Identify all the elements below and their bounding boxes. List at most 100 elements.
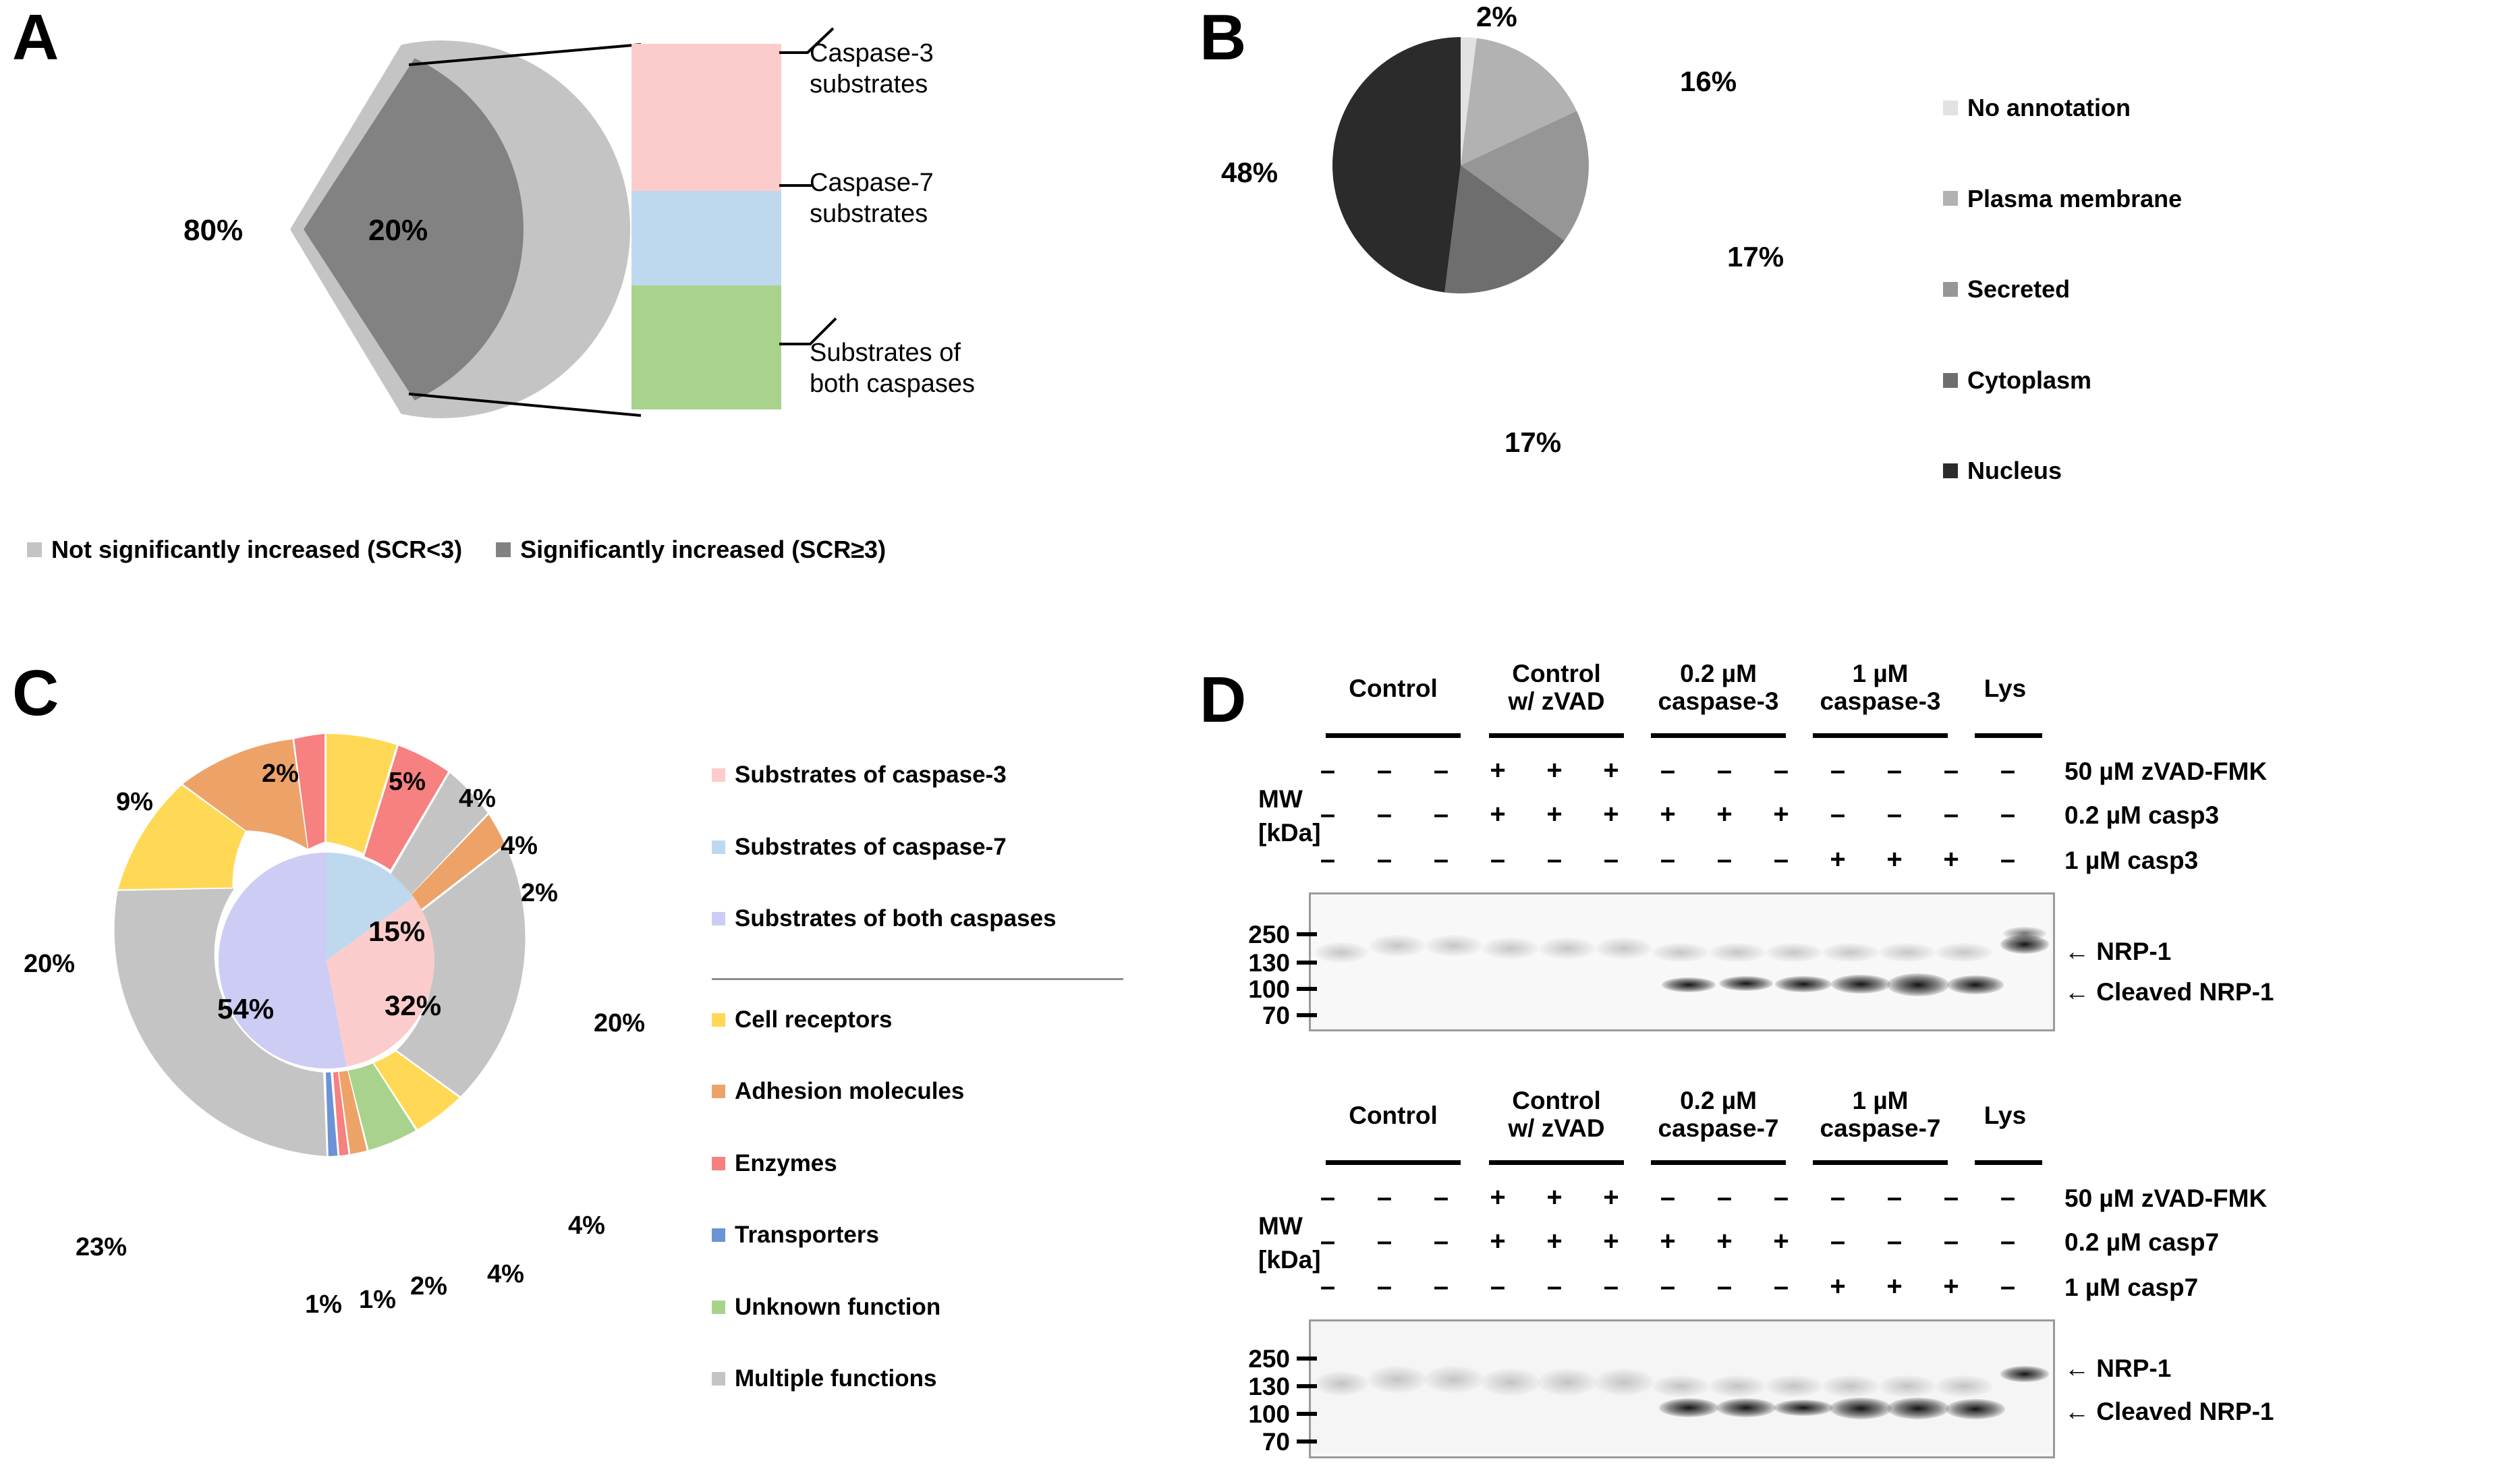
panel-d-letter: D — [1200, 664, 1246, 736]
legend-item-transporters[interactable]: Transporters — [712, 1222, 1123, 1249]
legend-item-unknown-function[interactable]: Unknown function — [712, 1294, 1123, 1321]
blot2-sign-r1-lane1: – — [1320, 1182, 1336, 1212]
blot2-sign-r1-lane12: – — [1943, 1182, 1959, 1212]
panel-c-legend: Substrates of caspase-3 Substrates of ca… — [712, 762, 1123, 1438]
blot2-sign-r3-lane8: – — [1716, 1272, 1733, 1301]
donut-outer-label-23: 23% — [76, 1233, 128, 1261]
legend-swatch-icon — [712, 1372, 725, 1386]
legend-divider — [712, 977, 1123, 980]
blot2-mw-dash-70 — [1297, 1439, 1317, 1444]
donut-outer-label-2b: 2% — [410, 1272, 447, 1301]
legend-item-cytoplasm[interactable]: Cytoplasm — [1943, 367, 2182, 394]
legend-item-substrates-both[interactable]: Substrates of both caspases — [712, 905, 1123, 932]
blot1-mw-100: 100 — [1248, 975, 1290, 1003]
bar-segment-caspase-7 — [631, 191, 781, 285]
legend-swatch-icon — [712, 1300, 725, 1314]
blot1-mw-70: 70 — [1262, 1002, 1290, 1029]
inner-slice-caspase-3 — [327, 897, 434, 1067]
pie-b-label-48: 48% — [1221, 156, 1278, 188]
blot1-sign-r2-lane12: – — [1943, 799, 1959, 829]
blot1-sign-r1-lane3: – — [1433, 755, 1449, 785]
legend-item-nucleus[interactable]: Nucleus — [1943, 457, 2182, 484]
blot1-row-label-zvad: 50 µM zVAD-FMK — [2064, 758, 2268, 785]
donut-outer-label-4d: 4% — [487, 1260, 524, 1288]
pie-slice-cytoplasm — [1444, 165, 1565, 293]
blot1-sign-r3-lane6: – — [1603, 845, 1619, 874]
blot1-group-line-1 — [1326, 733, 1461, 738]
donut-outer-label-1a: 1% — [359, 1286, 396, 1314]
blot1-header-1um-casp3: 1 µM caspase-3 — [1820, 660, 1941, 716]
blot2-row-label-zvad: 50 µM zVAD-FMK — [2064, 1185, 2268, 1212]
blot1-sign-r2-lane4: + — [1490, 799, 1506, 829]
legend-swatch-icon — [712, 1085, 725, 1099]
blot2-arrow-nrp1: ← NRP-1 — [2064, 1354, 2172, 1382]
blot1-arrow-nrp1: ← NRP-1 — [2064, 938, 2172, 965]
blot1-sign-r3-lane7: – — [1660, 845, 1676, 874]
blot2-group-line-2 — [1489, 1160, 1624, 1165]
legend-item-not-significant[interactable]: Not significantly increased (SCR<3) — [27, 536, 462, 563]
blot2-sign-r3-lane3: – — [1433, 1272, 1449, 1301]
blot1-sign-r3-lane11: + — [1886, 845, 1903, 874]
pie-b-label-16: 16% — [1680, 65, 1737, 97]
blot1-sign-r1-lane9: – — [1773, 755, 1789, 785]
blot2-sign-r2-lane1: – — [1320, 1226, 1336, 1256]
legend-item-secreted[interactable]: Secreted — [1943, 276, 2182, 303]
outer-slice-multiple-functions-4 — [391, 772, 488, 895]
callout-caspase-3: Caspase-3 substrates — [810, 39, 934, 99]
outer-slice-cell-receptors-5 — [327, 734, 397, 853]
legend-label: Enzymes — [735, 1149, 837, 1176]
blot2-sign-r1-lane6: + — [1603, 1182, 1619, 1212]
blot1-sign-r2-lane5: + — [1546, 799, 1563, 829]
blot2-sign-r3-lane1: – — [1320, 1272, 1336, 1301]
blot1-sign-r1-lane13: – — [2000, 755, 2016, 785]
blot1-mw-dash-70 — [1297, 1013, 1317, 1017]
blot2-sign-r2-lane6: + — [1603, 1226, 1619, 1256]
legend-item-substrates-caspase-7[interactable]: Substrates of caspase-7 — [712, 834, 1123, 861]
blot-caspase-3: Control Control w/ zVAD 0.2 µM caspase-3… — [1187, 660, 2503, 1073]
panel-b-pie-chart — [1332, 37, 1589, 293]
outer-slice-adhesion-2b — [339, 1071, 367, 1154]
legend-label: Not significantly increased (SCR<3) — [51, 536, 463, 563]
blot1-sign-r1-lane10: – — [1830, 755, 1846, 785]
blot1-row-label-casp3-02: 0.2 µM casp3 — [2064, 801, 2220, 829]
blot2-group-line-3 — [1651, 1160, 1786, 1165]
blot1-arrow-cleaved-nrp1: ← Cleaved NRP-1 — [2064, 978, 2274, 1006]
panel-c-letter: C — [12, 657, 59, 729]
blot2-header-lys: Lys — [1984, 1102, 2027, 1129]
legend-label: Substrates of caspase-3 — [735, 762, 1007, 788]
pie-slice-secreted — [1461, 111, 1589, 241]
legend-item-no-annotation[interactable]: No annotation — [1943, 94, 2182, 121]
pie-a-label-20: 20% — [368, 214, 428, 247]
donut-outer-label-5: 5% — [389, 768, 426, 796]
legend-item-adhesion-molecules[interactable]: Adhesion molecules — [712, 1078, 1123, 1105]
blot1-sign-r2-lane3: – — [1433, 799, 1449, 829]
legend-item-substrates-caspase-3[interactable]: Substrates of caspase-3 — [712, 762, 1123, 789]
blot2-sign-r2-lane11: – — [1886, 1226, 1903, 1256]
legend-item-plasma-membrane[interactable]: Plasma membrane — [1943, 185, 2182, 212]
blot2-header-02um-casp7: 0.2 µM caspase-7 — [1658, 1087, 1779, 1143]
blot1-sign-r3-lane12: + — [1943, 845, 1959, 874]
blot1-header-control: Control — [1349, 675, 1438, 702]
blot1-group-line-4 — [1813, 733, 1948, 738]
blot1-group-line-5 — [1975, 733, 2042, 738]
outer-slice-cell-receptors-20 — [118, 785, 246, 890]
blot1-sign-r1-lane4: + — [1490, 755, 1506, 785]
blot1-sign-r2-lane11: – — [1886, 799, 1903, 829]
blot1-sign-r1-lane7: – — [1660, 755, 1676, 785]
legend-item-cell-receptors[interactable]: Cell receptors — [712, 1006, 1123, 1033]
donut-outer-label-20b: 20% — [24, 950, 76, 978]
legend-item-enzymes[interactable]: Enzymes — [712, 1149, 1123, 1177]
blot1-sign-r2-lane9: + — [1773, 799, 1789, 829]
blot1-mw-label: MW [kDa] — [1258, 785, 1321, 847]
outer-slice-multiple-functions-20 — [397, 846, 526, 1097]
outer-slice-enzymes-1 — [333, 1071, 349, 1155]
legend-item-multiple-functions[interactable]: Multiple functions — [712, 1365, 1123, 1392]
blot1-sign-r3-lane4: – — [1490, 845, 1506, 874]
blot1-sign-r3-lane1: – — [1320, 845, 1336, 874]
legend-item-significant[interactable]: Significantly increased (SCR≥3) — [496, 536, 886, 563]
blot1-sign-r1-lane8: – — [1716, 755, 1733, 785]
blot1-sign-r3-lane3: – — [1433, 845, 1449, 874]
blot1-sign-r2-lane1: – — [1320, 799, 1336, 829]
blot1-sign-r1-lane11: – — [1886, 755, 1903, 785]
blot2-arrow-cleaved-nrp1: ← Cleaved NRP-1 — [2064, 1398, 2274, 1425]
